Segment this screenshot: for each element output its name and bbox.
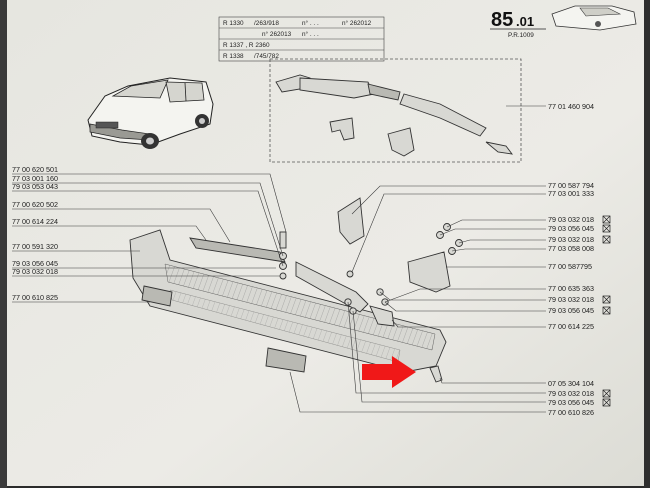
car-illustration [87, 77, 214, 149]
header-row4-model: R 1338 [223, 53, 244, 60]
right-leader-lines [289, 185, 546, 413]
boxed-x-icon [602, 398, 611, 407]
header-row1-c: n° 262012 [342, 19, 372, 27]
left-part-labels: 77 00 620 501 77 03 001 160 79 03 053 04… [12, 165, 58, 302]
header-row4-a: /745/782 [254, 53, 279, 60]
right-part-labels: 77 01 460 904 77 00 587 794 77 03 001 33… [548, 102, 594, 417]
part-label-right-15: 79 03 056 045 [548, 398, 594, 407]
part-label-left-2: 77 03 001 160 [12, 174, 58, 183]
part-label-right-16: 77 00 610 826 [548, 408, 594, 417]
header-row2-a: n° 262013 [262, 30, 292, 38]
page-number-sub: .01 [516, 14, 534, 29]
boxed-x-icon [602, 306, 611, 315]
part-label-right-12: 77 00 614 225 [548, 322, 594, 331]
part-label-left-3: 79 03 053 043 [12, 182, 58, 191]
part-label-left-9: 77 00 610 825 [12, 293, 58, 302]
part-label-right-11: 79 03 056 045 [548, 306, 594, 315]
header-row1-a: /263/918 [254, 20, 279, 27]
part-label-right-3: 77 03 001 333 [548, 189, 594, 198]
header-table: R 1330 /263/918 n° . . . n° 262012 n° 26… [218, 16, 385, 62]
part-label-right-14: 79 03 032 018 [548, 389, 594, 398]
boxed-x-icon [602, 295, 611, 304]
part-label-right-2: 77 00 587 794 [548, 181, 594, 190]
part-label-right-13: 07 05 304 104 [548, 379, 594, 388]
page-reference: P.R.1009 [508, 32, 534, 39]
bumper-assembly [129, 197, 463, 383]
part-label-left-8: 79 03 032 018 [12, 267, 58, 276]
header-row3-model: R 1337 , R 2360 [223, 42, 270, 49]
corner-car-thumbnail [551, 5, 637, 31]
part-label-left-7: 79 03 056 045 [12, 259, 58, 268]
part-label-right-1: 77 01 460 904 [548, 102, 594, 111]
part-label-right-6: 79 03 032 018 [548, 235, 594, 244]
part-label-right-9: 77 00 635 363 [548, 284, 594, 293]
part-label-left-4: 77 00 620 502 [12, 200, 58, 209]
boxed-x-icon [602, 224, 611, 233]
part-label-right-5: 79 03 056 045 [548, 224, 594, 233]
part-label-left-1: 77 00 620 501 [12, 165, 58, 174]
highlight-arrow [362, 356, 416, 388]
page-number: 85 [491, 9, 513, 31]
part-label-left-5: 77 00 614 224 [12, 217, 58, 226]
part-label-right-10: 79 03 032 018 [548, 295, 594, 304]
boxed-x-icon [602, 215, 611, 224]
header-row1-model: R 1330 [223, 20, 244, 27]
boxed-x-icon [602, 389, 611, 398]
part-label-left-6: 77 00 591 320 [12, 242, 58, 251]
inset-box [269, 58, 522, 163]
part-label-right-7: 77 03 058 008 [548, 244, 594, 253]
boxed-x-markers [602, 215, 611, 407]
left-leader-lines [12, 173, 287, 303]
part-label-right-4: 79 03 032 018 [548, 215, 594, 224]
part-label-right-8: 77 00 587795 [548, 262, 592, 271]
boxed-x-icon [602, 235, 611, 244]
header-row1-b: n° . . . [302, 19, 319, 27]
inset-parts [275, 74, 514, 157]
header-row2-b: n° . . . [302, 30, 319, 38]
